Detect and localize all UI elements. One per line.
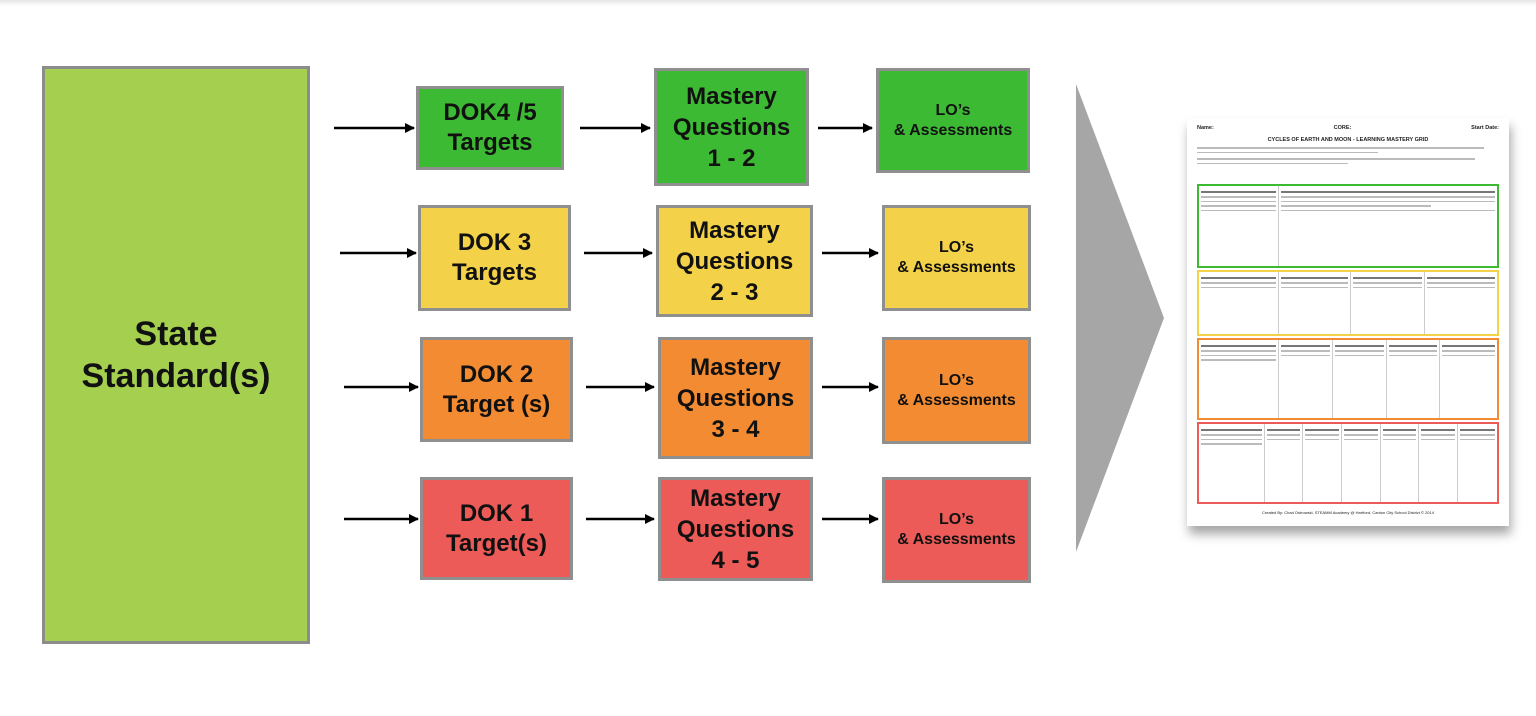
document-header: Name: CORE: Start Date: xyxy=(1197,125,1499,131)
state-standard-box: State Standard(s) xyxy=(42,66,310,644)
document-title: CYCLES OF EARTH AND MOON - LEARNING MAST… xyxy=(1267,137,1429,143)
dok-target-box: DOK4 /5 Targets xyxy=(416,86,564,170)
lo-assessments-box: LO’s & Assessments xyxy=(876,68,1030,173)
mastery-questions-box: Mastery Questions 1 - 2 xyxy=(654,68,809,186)
dok-target-box: DOK 3 Targets xyxy=(418,205,571,311)
learning-mastery-grid-document: Name: CORE: Start Date: CYCLES OF EARTH … xyxy=(1187,118,1509,526)
dok-target-box: DOK 1 Target(s) xyxy=(420,477,573,580)
lo-assessments-box: LO’s & Assessments xyxy=(882,337,1031,444)
text-line xyxy=(1197,151,1379,153)
document-orange-section xyxy=(1197,338,1499,420)
text-line xyxy=(1197,162,1348,164)
lo-assessments-box: LO’s & Assessments xyxy=(882,205,1031,311)
name-label: Name: xyxy=(1197,125,1214,131)
document-footer: Created By: Chad Ostrowski, STEAMM Acade… xyxy=(1262,510,1434,515)
mastery-questions-box: Mastery Questions 2 - 3 xyxy=(656,205,813,317)
mastery-questions-box: Mastery Questions 4 - 5 xyxy=(658,477,813,581)
big-chevron-icon xyxy=(1076,84,1164,552)
document-red-section xyxy=(1197,422,1499,504)
document-green-section xyxy=(1197,184,1499,268)
mastery-questions-box: Mastery Questions 3 - 4 xyxy=(658,337,813,459)
text-line xyxy=(1197,158,1475,160)
document-yellow-section xyxy=(1197,270,1499,336)
text-line xyxy=(1197,147,1484,149)
start-date-label: Start Date: xyxy=(1471,125,1499,131)
core-label: CORE: xyxy=(1333,125,1352,131)
state-standard-line2: Standard(s) xyxy=(81,357,271,395)
state-standard-line1: State xyxy=(134,315,218,353)
lo-assessments-box: LO’s & Assessments xyxy=(882,477,1031,583)
dok-target-box: DOK 2 Target (s) xyxy=(420,337,573,442)
top-shadow-line xyxy=(0,0,1536,6)
